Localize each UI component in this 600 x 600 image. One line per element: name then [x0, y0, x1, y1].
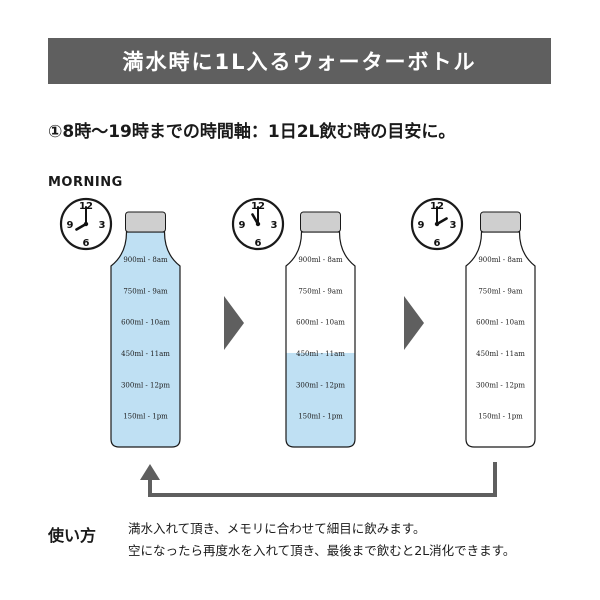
- usage-title: 使い方: [48, 526, 97, 545]
- title-text: 満水時に1L入るウォーターボトル: [122, 50, 477, 74]
- clock-number: 9: [67, 220, 74, 231]
- scale-mark: 450ml - 11am: [296, 350, 345, 358]
- next-arrow-1: [224, 296, 244, 350]
- clock-number: 6: [255, 238, 262, 249]
- scale-mark: 150ml - 1pm: [123, 413, 168, 421]
- bottle-2: 900ml - 8am 750ml - 9am 600ml - 10am 450ml …: [285, 211, 356, 448]
- scale-mark: 900ml - 8am: [123, 256, 168, 264]
- scale-mark: 450ml - 11am: [476, 350, 525, 358]
- return-arrow-line: [148, 462, 497, 497]
- clock-icon: 12369: [231, 197, 285, 251]
- water-level: [286, 352, 355, 447]
- clock-icon: 12369: [410, 197, 464, 251]
- clock-number: 9: [239, 220, 246, 231]
- scale-mark: 600ml - 10am: [121, 319, 170, 327]
- usage-line-2: 空になったら再度水を入れて頂き、最後まで飲むと2L消化できます。: [128, 543, 516, 558]
- clock-number: 3: [450, 220, 457, 231]
- scale-mark: 900ml - 8am: [298, 256, 343, 264]
- scale-mark: 750ml - 9am: [478, 287, 523, 295]
- clock-number: 9: [418, 220, 425, 231]
- bottle-3: 900ml - 8am 750ml - 9am 600ml - 10am 450ml …: [465, 211, 536, 448]
- bottle-cap: [480, 211, 521, 233]
- bottle-cap: [300, 211, 341, 233]
- scale-mark: 600ml - 10am: [296, 319, 345, 327]
- clock-number: 3: [99, 220, 106, 231]
- clock-number: 6: [83, 238, 90, 249]
- scale-mark: 300ml - 12pm: [476, 381, 525, 389]
- scale-mark: 750ml - 9am: [123, 287, 168, 295]
- scale-mark: 600ml - 10am: [476, 319, 525, 327]
- water-level: [111, 232, 180, 447]
- usage-text: 満水入れて頂き、メモリに合わせて細目に飲みます。 空になったら再度水を入れて頂き…: [128, 518, 515, 562]
- scale-mark: 900ml - 8am: [478, 256, 523, 264]
- clock-number: 3: [271, 220, 278, 231]
- bottle-outline: [465, 231, 536, 448]
- return-arrow-head: [140, 464, 160, 480]
- morning-label: MORNING: [48, 175, 123, 190]
- bottle-1: 900ml - 8am 750ml - 9am 600ml - 10am 450ml …: [110, 211, 181, 448]
- bottle-outline: [285, 231, 356, 448]
- scale-mark: 300ml - 12pm: [296, 381, 345, 389]
- scale-mark: 150ml - 1pm: [478, 413, 523, 421]
- scale-mark: 750ml - 9am: [298, 287, 343, 295]
- scale-mark: 450ml - 11am: [121, 350, 170, 358]
- scale-mark: 300ml - 12pm: [121, 381, 170, 389]
- bottle-outline: [110, 231, 181, 448]
- scale-mark: 150ml - 1pm: [298, 413, 343, 421]
- clock-number: 6: [434, 238, 441, 249]
- clock-icon: 12369: [59, 197, 113, 251]
- usage-line-1: 満水入れて頂き、メモリに合わせて細目に飲みます。: [128, 521, 426, 536]
- bottle-cap: [125, 211, 166, 233]
- subtitle: ①8時〜19時までの時間軸：1日2L飲む時の目安に。: [48, 122, 456, 142]
- next-arrow-2: [404, 296, 424, 350]
- title-banner: 満水時に1L入るウォーターボトル: [48, 38, 551, 84]
